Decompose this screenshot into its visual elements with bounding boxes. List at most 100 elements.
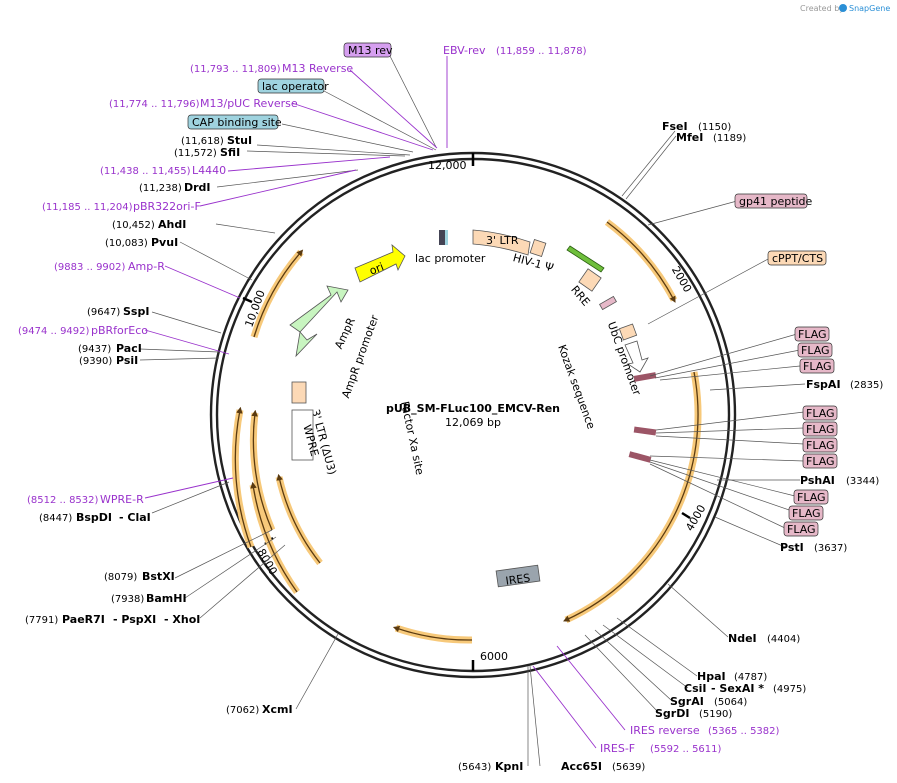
psii-label[interactable]: PsiI: [116, 354, 138, 367]
sgrdi-label[interactable]: SgrDI: [655, 707, 689, 720]
ltr3-du3-feature[interactable]: [291, 381, 307, 404]
tick-label-6000: 6000: [480, 650, 508, 663]
mfei-coord: (1189): [713, 133, 746, 144]
ebv-rev-label[interactable]: EBV-rev: [443, 44, 486, 57]
m13reverse-label[interactable]: M13 Reverse: [282, 62, 353, 75]
flag-label: FLAG: [803, 360, 832, 373]
flag-label: FLAG: [801, 344, 830, 357]
sfii-label[interactable]: SfiI: [220, 146, 240, 159]
iresf-label[interactable]: IRES-F: [600, 742, 635, 755]
xcmi-coord: (7062): [226, 705, 259, 716]
sgrai-label[interactable]: SgrAI: [670, 695, 704, 708]
flag-label: FLAG: [798, 328, 827, 341]
drdi-label[interactable]: DrdI: [184, 181, 211, 194]
wpre-r-label[interactable]: WPRE-R: [100, 493, 144, 506]
tick-label-4000: 4000: [683, 503, 708, 534]
gp41-badge[interactable]: [734, 193, 808, 209]
ampr-r-label[interactable]: Amp-R: [128, 260, 165, 273]
psti-coord: (3637): [814, 543, 847, 554]
wpre-feature[interactable]: [291, 409, 314, 461]
drdi-coord: (11,238): [139, 183, 182, 194]
mfei-label[interactable]: MfeI: [676, 131, 703, 144]
cppt-feature[interactable]: [599, 295, 617, 311]
tick-label-12000: 12,000: [428, 159, 467, 172]
sgrai-coord: (5064): [714, 697, 747, 708]
m13puc-label[interactable]: M13/pUC Reverse: [200, 97, 298, 110]
sexai-label[interactable]: - SexAI *: [711, 682, 764, 695]
lac-operator-badge[interactable]: [257, 78, 325, 94]
bamhi-label[interactable]: BamHI: [146, 592, 187, 605]
m13rev-badge[interactable]: [343, 42, 392, 58]
xhoi-label[interactable]: - XhoI: [164, 613, 200, 626]
cppt-badge[interactable]: [767, 250, 827, 266]
xcmi-label[interactable]: XcmI: [262, 703, 293, 716]
fspai-coord: (2835): [850, 380, 883, 391]
pspxi-label[interactable]: - PspXI: [113, 613, 156, 626]
pbr322-label[interactable]: pBR322ori-F: [133, 200, 201, 213]
flag-label: FLAG: [797, 491, 826, 504]
pbrfor-coord: (9474 .. 9492): [18, 326, 90, 337]
l4440-label[interactable]: L4440: [192, 164, 226, 177]
l4440-coord: (11,438 .. 11,455): [100, 166, 191, 177]
m13rev-label: M13 rev: [348, 44, 393, 57]
ubc-5-feature[interactable]: [618, 323, 638, 341]
orf-arcs: [231, 219, 702, 644]
lac-promoter-feature[interactable]: [439, 230, 446, 245]
ebv-rev-coord: (11,859 .. 11,878): [496, 46, 587, 57]
ampr-feature[interactable]: [289, 285, 349, 333]
bstxi-coord: (8079): [104, 572, 137, 583]
acc65i-label[interactable]: Acc65I: [561, 760, 602, 773]
ndei-coord: (4404): [767, 634, 800, 645]
kozak-label: Kozak sequence: [555, 343, 598, 431]
ampr-r-coord: (9883 .. 9902): [54, 262, 126, 273]
ori-label: ori: [368, 260, 386, 277]
bstxi-label[interactable]: BstXI: [142, 570, 175, 583]
cap-label: CAP binding site: [192, 116, 282, 129]
flag-badges[interactable]: FLAG FLAG FLAG FLAG FLAG FLAG FLAG FLAG …: [783, 326, 838, 537]
flag-label: FLAG: [806, 439, 835, 452]
cap-badge[interactable]: [187, 114, 279, 130]
ires-feature[interactable]: [495, 564, 541, 588]
ampr-promoter-feature[interactable]: [295, 331, 318, 358]
pshai-label[interactable]: PshAI: [800, 474, 835, 487]
ndei-label[interactable]: NdeI: [728, 632, 757, 645]
ori-feature[interactable]: [354, 244, 406, 283]
acc65i-coord: (5639): [612, 762, 645, 773]
sspi-label[interactable]: SspI: [123, 305, 149, 318]
sspi-coord: (9647): [87, 307, 120, 318]
gp41-label: gp41 peptide: [739, 195, 813, 208]
rre-feature[interactable]: [578, 268, 602, 292]
gp41-feature[interactable]: [566, 245, 605, 273]
bspdi-label[interactable]: BspDI: [76, 511, 112, 524]
lac-promoter-label: lac promoter: [415, 252, 486, 265]
paer7i-label[interactable]: PaeR7I: [62, 613, 105, 626]
ampr-label: AmpR: [332, 315, 358, 351]
psti-label[interactable]: PstI: [780, 541, 804, 554]
kpni-label[interactable]: KpnI: [495, 760, 523, 773]
fspai-label[interactable]: FspAI: [806, 378, 841, 391]
hpai-label[interactable]: HpaI: [697, 670, 726, 683]
paci-coord: (9437): [78, 344, 111, 355]
lac-operator-feature[interactable]: [445, 230, 448, 245]
fsei-label[interactable]: FseI: [662, 120, 688, 133]
pvui-label[interactable]: PvuI: [151, 236, 178, 249]
wpre-r-coord: (8512 .. 8532): [27, 495, 99, 506]
bspdi-coord: (8447): [39, 513, 72, 524]
ltr3-feature[interactable]: [472, 229, 531, 256]
hiv-psi-feature[interactable]: [529, 238, 547, 258]
lac-operator-label: lac operator: [262, 80, 329, 93]
flag-label: FLAG: [806, 423, 835, 436]
stui-label[interactable]: StuI: [227, 134, 252, 147]
m13puc-coord: (11,774 .. 11,796): [109, 99, 200, 110]
iresrev-label[interactable]: IRES reverse: [630, 724, 700, 737]
leader-lines: [139, 55, 806, 767]
paci-label[interactable]: PacI: [116, 342, 142, 355]
iresrev-coord: (5365 .. 5382): [708, 726, 780, 737]
iresf-coord: (5592 .. 5611): [650, 744, 722, 755]
csii-label[interactable]: CsiI: [684, 682, 706, 695]
pbrfor-label[interactable]: pBRforEco: [91, 324, 148, 337]
ubc-promoter-feature[interactable]: [624, 340, 649, 373]
clai-label[interactable]: - ClaI: [119, 511, 151, 524]
ahdi-label[interactable]: AhdI: [158, 218, 186, 231]
kpni-coord: (5643): [458, 762, 491, 773]
